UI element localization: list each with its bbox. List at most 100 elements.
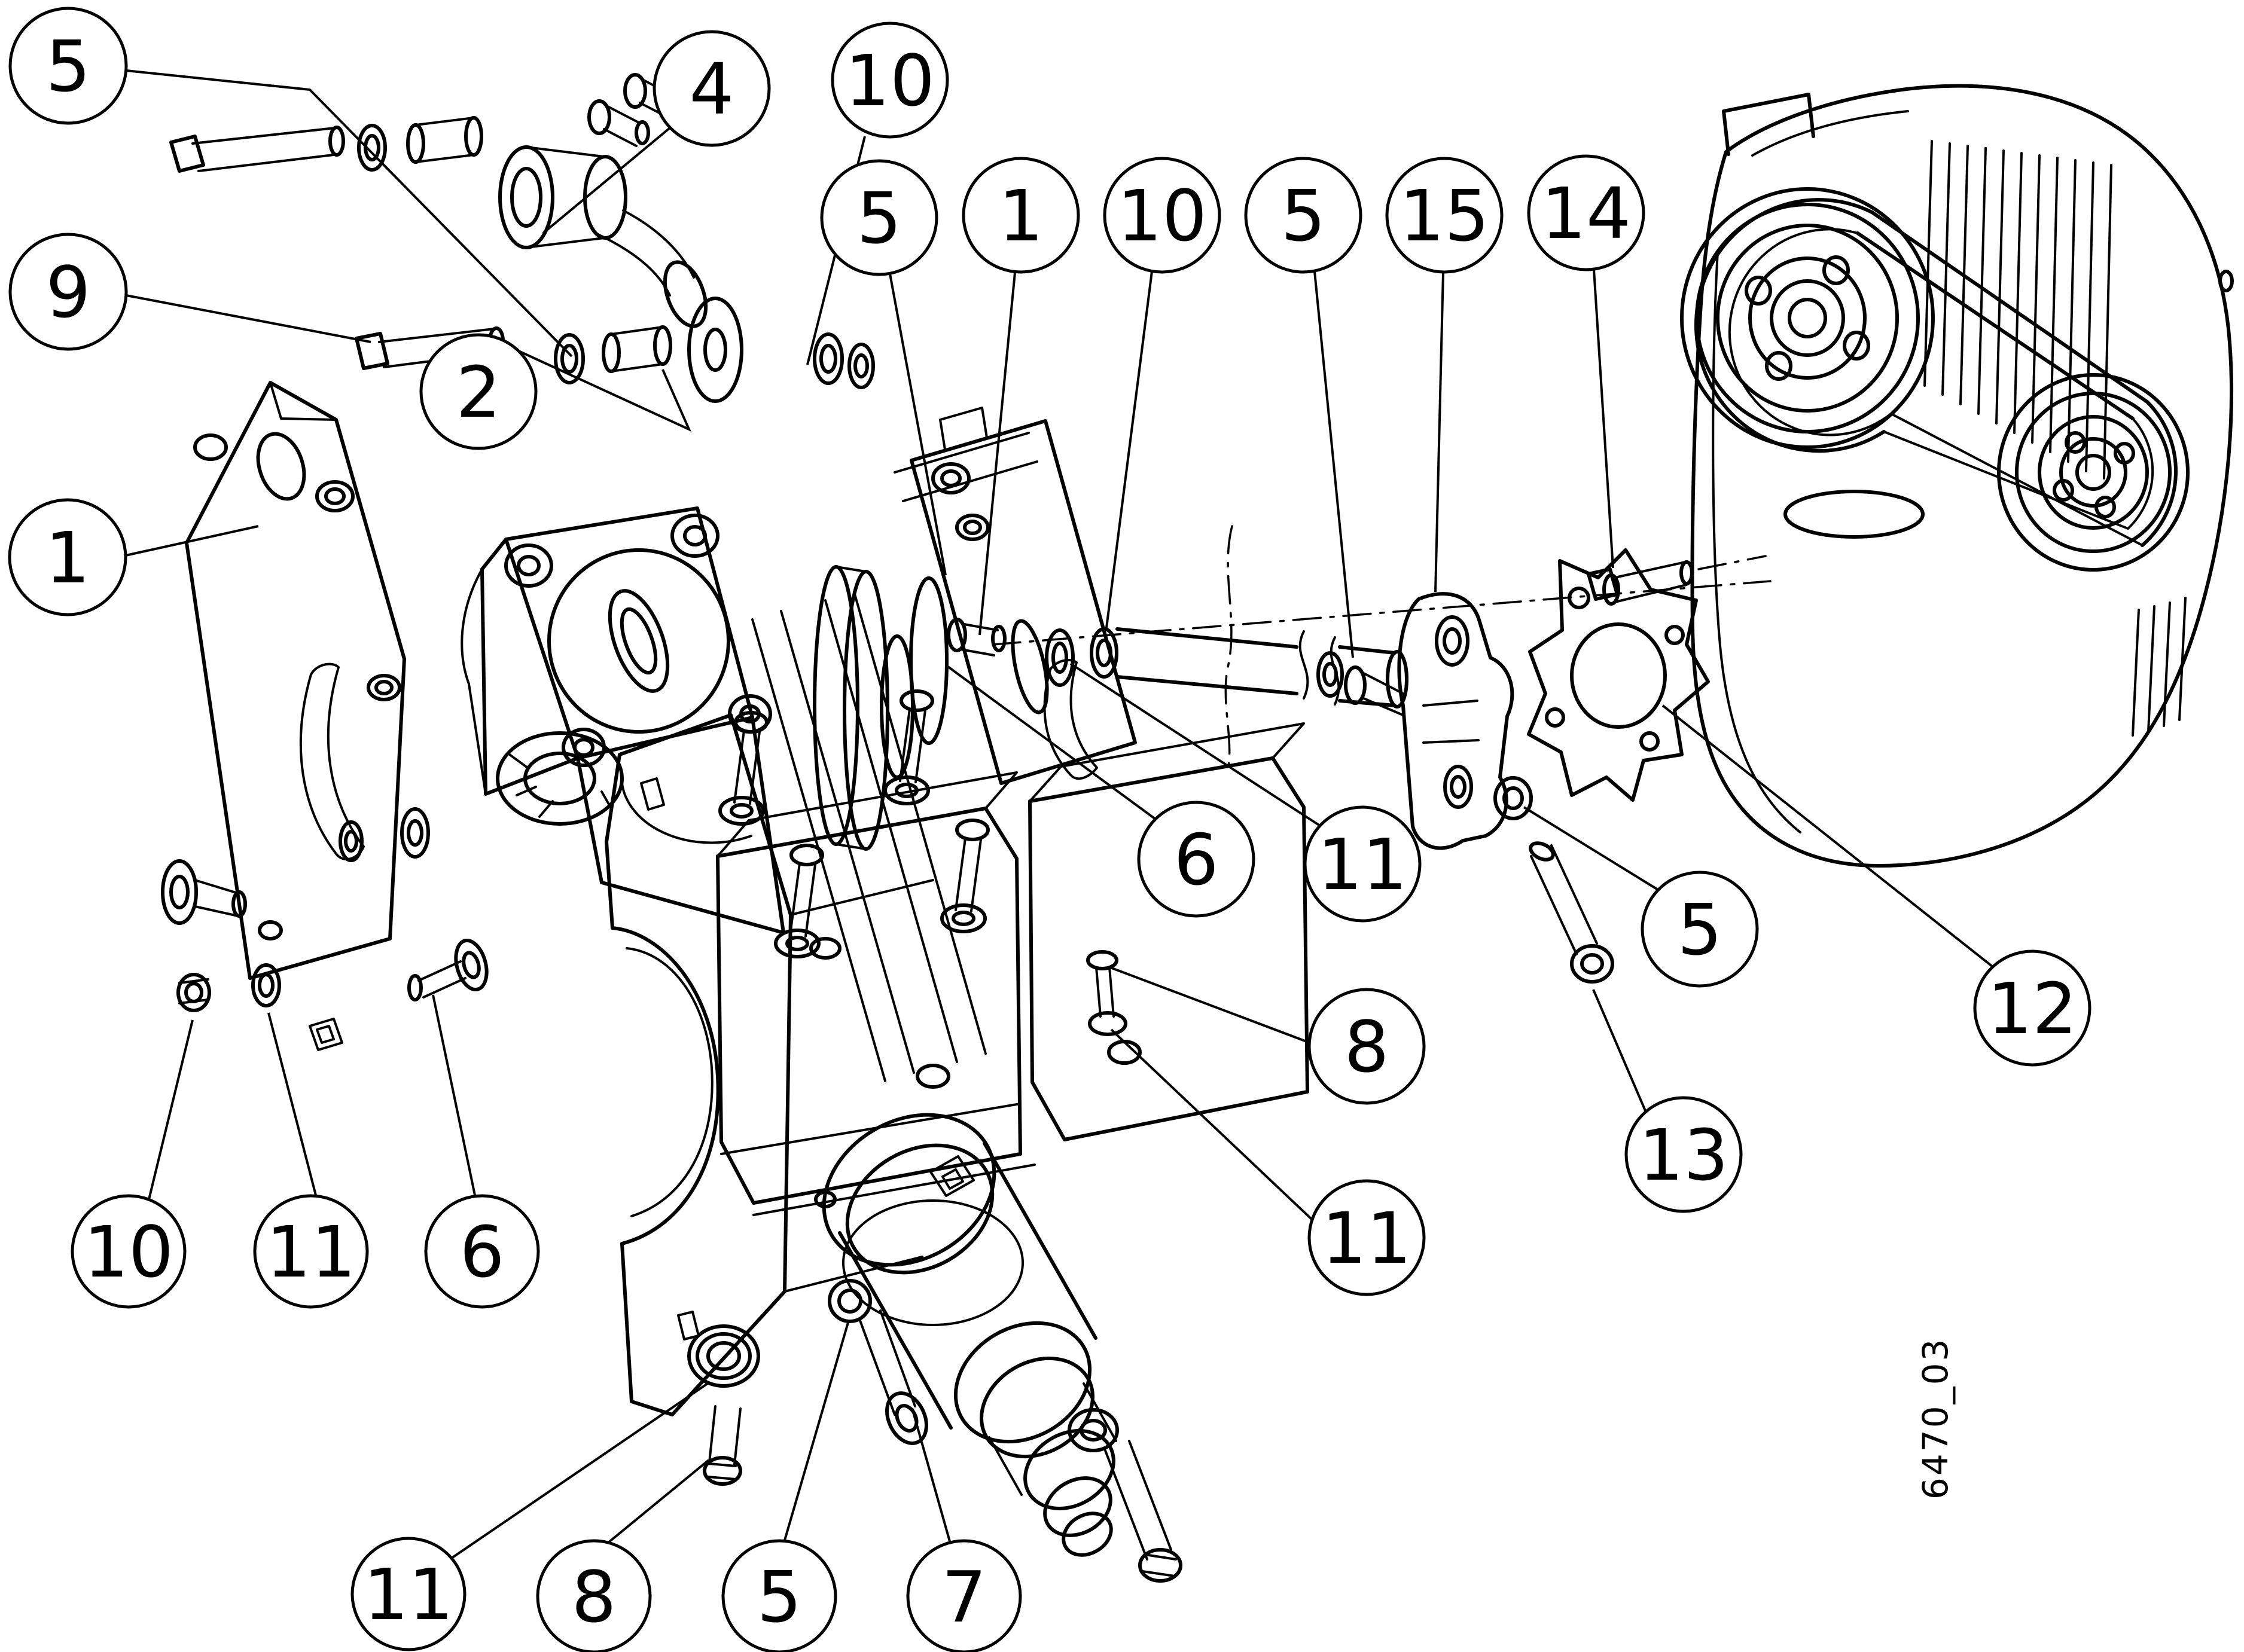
leader-line bbox=[1434, 272, 1444, 593]
balloon-circle bbox=[1307, 988, 1426, 1105]
balloon-circle bbox=[8, 233, 128, 351]
balloon-circle bbox=[71, 1194, 187, 1309]
leader-line bbox=[267, 1012, 317, 1196]
balloon-number: 6 bbox=[1173, 819, 1218, 901]
leader-line bbox=[1661, 704, 1994, 968]
mounting-plate-left bbox=[185, 381, 406, 980]
washer-bolt-bottom bbox=[687, 1324, 760, 1486]
balloon-number: 7 bbox=[941, 1556, 986, 1638]
drive-belt bbox=[1694, 198, 2178, 547]
balloon-number: 11 bbox=[364, 1553, 453, 1636]
washer-bolt-right bbox=[1493, 776, 1614, 984]
mount-frame bbox=[605, 713, 1309, 1416]
balloon-number: 5 bbox=[1280, 175, 1325, 257]
callout-7-25: 7 bbox=[906, 1407, 1022, 1652]
callout-5-16: 5 bbox=[1523, 806, 1759, 988]
callout-5-24: 5 bbox=[721, 1322, 849, 1652]
callout-14-11: 14 bbox=[1527, 154, 1645, 569]
balloon-circle bbox=[1303, 805, 1422, 923]
balloon-circle bbox=[1624, 1096, 1743, 1213]
balloon-circle bbox=[8, 7, 128, 125]
leader-line bbox=[889, 273, 947, 576]
balloon-circle bbox=[831, 22, 949, 139]
balloon-circle bbox=[1973, 949, 2091, 1067]
balloon-number: 10 bbox=[845, 39, 935, 122]
callout-4-4: 4 bbox=[542, 30, 771, 234]
balloon-circle bbox=[350, 1537, 467, 1651]
leader-line bbox=[1313, 271, 1354, 658]
drive-pulley bbox=[1680, 187, 1935, 449]
leader-line bbox=[1069, 662, 1321, 827]
leader-line bbox=[432, 994, 476, 1196]
callout-15-10: 15 bbox=[1385, 157, 1504, 593]
callout-8-23: 8 bbox=[536, 1459, 710, 1652]
balloon-circle bbox=[1137, 801, 1255, 918]
balloon-number: 8 bbox=[1344, 1006, 1389, 1088]
leader-line bbox=[542, 127, 671, 234]
illustration bbox=[161, 73, 2234, 1583]
balloon-number: 14 bbox=[1541, 172, 1631, 255]
balloon-number: 8 bbox=[571, 1556, 616, 1638]
callout-11-20: 11 bbox=[253, 1012, 369, 1309]
leader-line bbox=[1109, 966, 1310, 1044]
balloon-number: 13 bbox=[1639, 1114, 1728, 1196]
balloon-number: 5 bbox=[856, 177, 901, 259]
leader-line bbox=[911, 1407, 951, 1542]
balloon-number: 11 bbox=[1322, 1197, 1411, 1280]
hardware-lower-left bbox=[161, 807, 489, 1051]
callout-11-13: 11 bbox=[1069, 662, 1422, 923]
balloon-number: 1 bbox=[45, 517, 90, 599]
leader-line bbox=[783, 1322, 849, 1541]
callout-11-15: 11 bbox=[1110, 1028, 1426, 1296]
callout-2-3: 2 bbox=[419, 333, 691, 450]
callout-6-21: 6 bbox=[424, 994, 540, 1309]
balloon-number: 6 bbox=[459, 1211, 504, 1293]
leader-line bbox=[1592, 989, 1647, 1113]
spacer-shaft bbox=[992, 525, 1772, 774]
balloon-circle bbox=[906, 1539, 1022, 1652]
callout-1-2: 1 bbox=[8, 498, 259, 616]
balloon-number: 10 bbox=[1117, 175, 1207, 257]
bolt-14 bbox=[1587, 555, 1767, 606]
balloon-circle bbox=[820, 159, 938, 276]
balloon-number: 11 bbox=[266, 1211, 356, 1293]
callout-9-1: 9 bbox=[8, 233, 371, 351]
leader-line bbox=[148, 1019, 194, 1200]
callout-5-6: 5 bbox=[820, 159, 947, 576]
belt-housing bbox=[1680, 84, 2234, 868]
leader-line bbox=[1110, 1028, 1313, 1221]
callout-11-22: 11 bbox=[350, 1381, 711, 1651]
balloon-circle bbox=[1385, 157, 1504, 274]
hardware-upper-left bbox=[169, 73, 875, 403]
callout-10-8: 10 bbox=[1103, 157, 1221, 628]
leader-line bbox=[518, 350, 691, 432]
balloon-number: 5 bbox=[757, 1556, 801, 1638]
balloon-circle bbox=[1641, 871, 1759, 988]
balloon-circle bbox=[721, 1539, 837, 1652]
driven-pulley bbox=[1997, 373, 2190, 572]
balloon-circle bbox=[653, 30, 771, 147]
shoulder-bolt bbox=[828, 1279, 928, 1445]
balloon-circle bbox=[1244, 157, 1362, 274]
balloon-circle bbox=[8, 498, 127, 616]
leader-line bbox=[125, 525, 259, 557]
callout-12-18: 12 bbox=[1661, 704, 2091, 1067]
balloon-number: 5 bbox=[45, 25, 90, 108]
balloon-circle bbox=[419, 333, 538, 450]
balloon-circle bbox=[1307, 1179, 1426, 1296]
callout-6-12: 6 bbox=[947, 665, 1255, 918]
balloon-circle bbox=[536, 1539, 652, 1652]
balloon-circle bbox=[424, 1194, 540, 1309]
balloon-number: 2 bbox=[456, 351, 501, 433]
callout-8-14: 8 bbox=[1109, 966, 1426, 1105]
pivot-bracket bbox=[1397, 592, 1514, 850]
callout-5-9: 5 bbox=[1244, 157, 1362, 658]
balloon-circle bbox=[253, 1194, 369, 1309]
leader-line bbox=[978, 272, 1016, 636]
balloon-number: 9 bbox=[45, 251, 90, 334]
balloon-circle bbox=[1527, 154, 1645, 271]
callout-1-7: 1 bbox=[962, 157, 1080, 636]
